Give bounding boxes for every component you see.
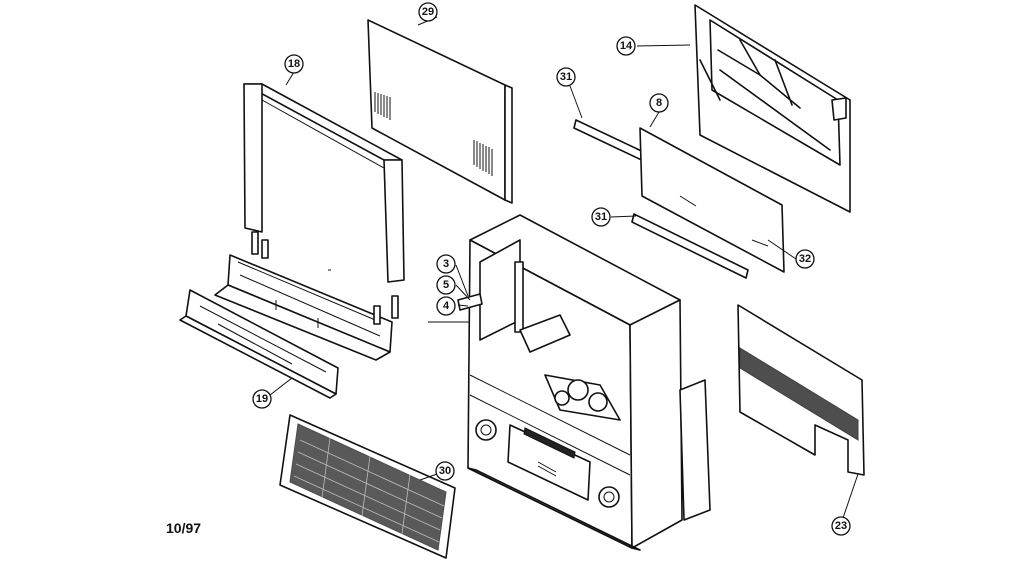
part-23-rear-cover (737, 304, 865, 476)
callout-18: 18 (284, 54, 304, 74)
callout-30: 30 (435, 461, 455, 481)
svg-text:14: 14 (620, 40, 633, 52)
part-29-vent-slots (374, 92, 493, 176)
callout-29: 29 (418, 2, 438, 22)
part-14-mirror-frame (694, 4, 851, 213)
svg-text:8: 8 (656, 97, 662, 109)
svg-text:18: 18 (288, 58, 300, 70)
callout-31-lower: 31 (591, 207, 611, 227)
callout-8: 8 (649, 93, 669, 113)
svg-text:31: 31 (595, 211, 607, 223)
callout-32: 32 (795, 249, 815, 269)
part-19-front-bar (179, 289, 339, 399)
part-8-mirror-panel (639, 127, 785, 273)
svg-text:23: 23 (835, 520, 847, 532)
callout-19: 19 (252, 389, 272, 409)
svg-text:31: 31 (560, 71, 572, 83)
svg-text:3: 3 (443, 258, 449, 270)
front-lower-bracket-assembly (214, 231, 399, 361)
svg-text:4: 4 (443, 300, 450, 312)
svg-text:32: 32 (799, 253, 811, 265)
callout-5: 5 (436, 275, 456, 295)
leader-lines (269, 16, 859, 519)
svg-text:30: 30 (439, 465, 451, 477)
callout-14: 14 (616, 36, 636, 56)
part-18-screen-frame (243, 83, 405, 283)
callout-3: 3 (436, 254, 456, 274)
svg-text:29: 29 (422, 6, 434, 18)
part-30-speaker-grille (279, 414, 456, 559)
part-29-top-panel (367, 19, 513, 204)
main-cabinet (467, 214, 711, 551)
svg-text:5: 5 (443, 279, 449, 291)
callout-4: 4 (436, 296, 456, 316)
date-code: 10/97 (166, 520, 202, 536)
callout-23: 23 (831, 516, 851, 536)
callout-31-upper: 31 (556, 67, 576, 87)
svg-text:19: 19 (256, 393, 268, 405)
part-31-lower-strip (631, 213, 749, 279)
part-14-mirror-braces (699, 39, 831, 151)
